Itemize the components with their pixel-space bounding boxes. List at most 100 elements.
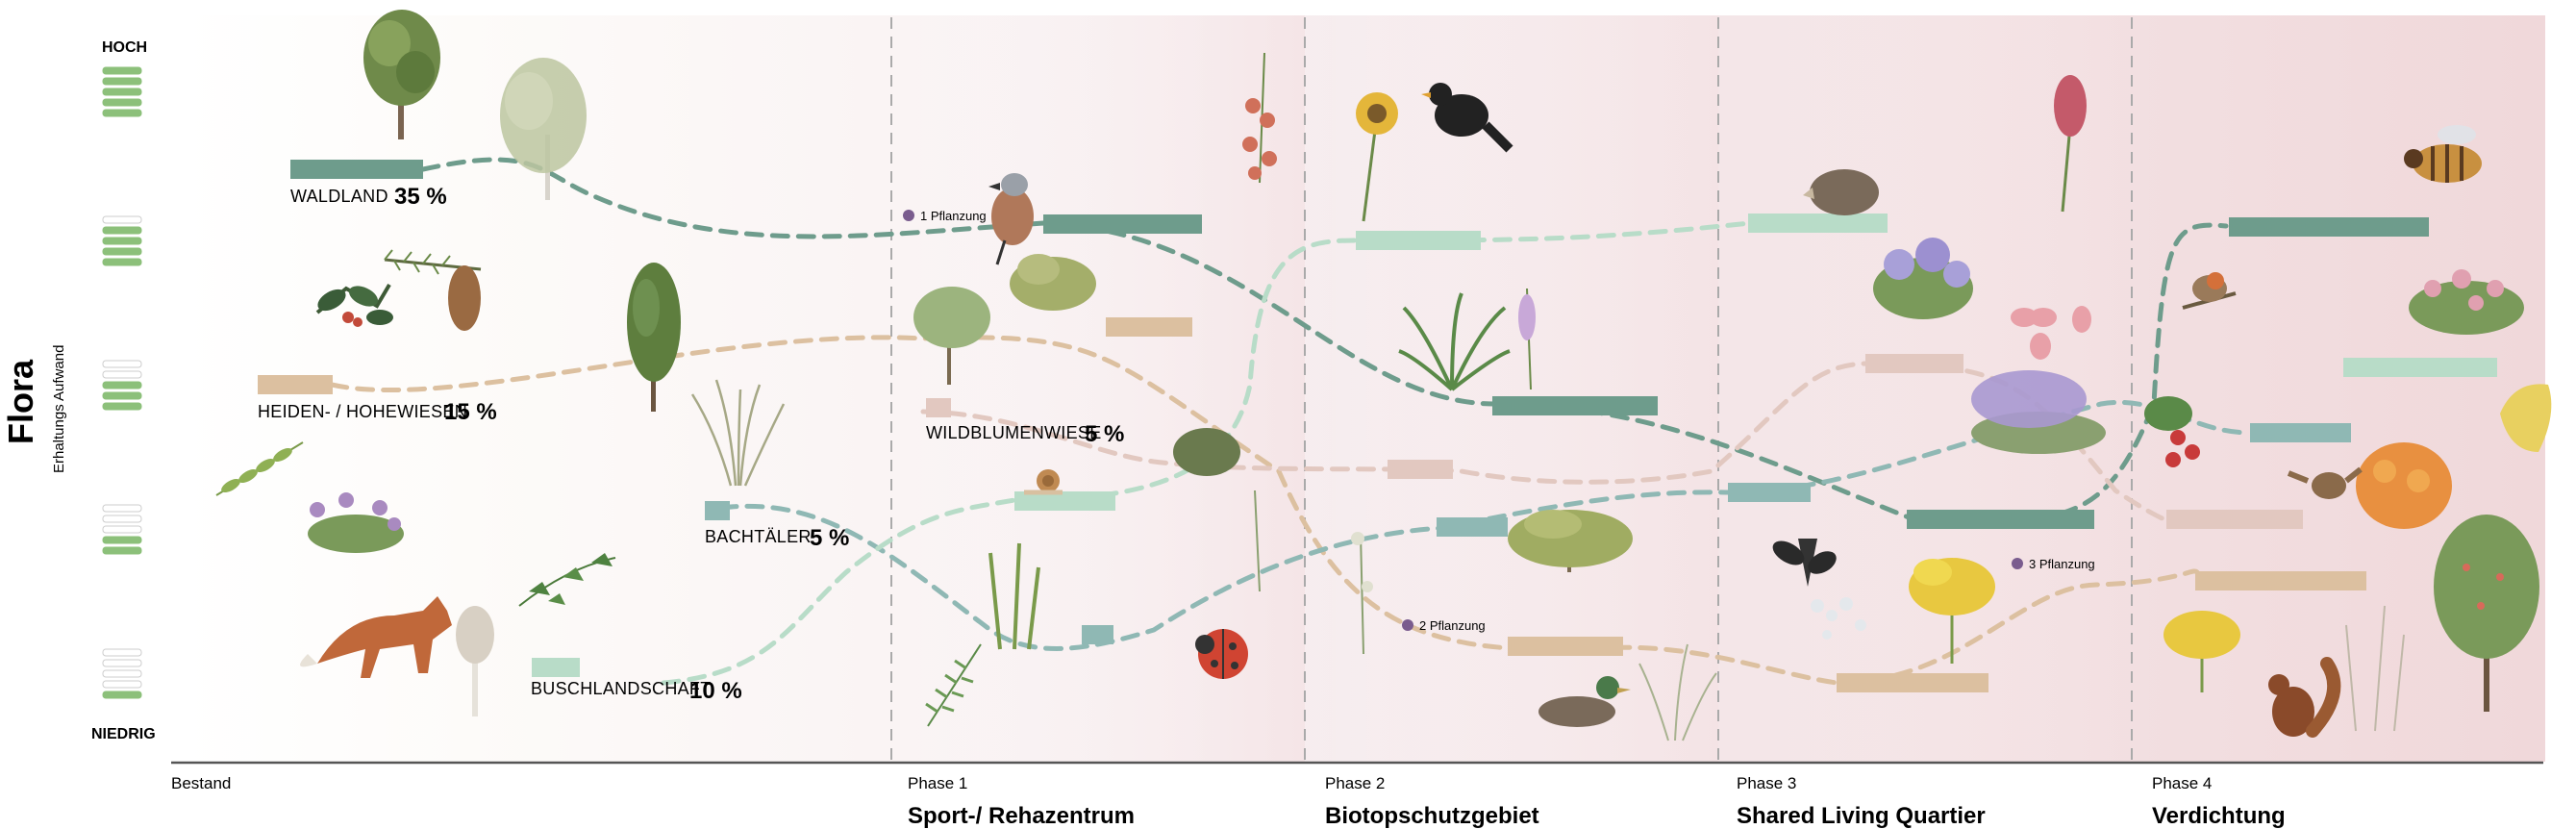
scale-stripe: [102, 659, 142, 667]
label-bachtaeler: BACHTÄLER: [705, 527, 812, 546]
scale-stripe: [102, 381, 142, 389]
bar-waldland-p3: [1907, 510, 2094, 529]
illustrations: [215, 10, 2552, 741]
swallowtail-butterfly-icon: [1772, 539, 1837, 587]
scale-stripe: [102, 525, 142, 534]
heather-flower-icon: [308, 492, 404, 553]
orchid-icon: [2054, 75, 2087, 213]
scale-stripe: [102, 691, 142, 699]
effort-scale: [102, 66, 142, 699]
bar-buschlandschaft-p2: [1356, 231, 1481, 250]
bar-bachtaeler-p3: [1728, 483, 1811, 502]
bar-wildblumenwiese-p1: [926, 398, 951, 417]
scale-stripe: [102, 215, 142, 224]
phase-4-label: Phase 4: [2152, 774, 2212, 792]
sunflower-icon: [1356, 92, 1398, 222]
bar-bachtaeler-bestand: [705, 501, 730, 520]
thistle-flower-icon: [1873, 238, 1973, 319]
bar-waldland-p1: [1043, 214, 1202, 234]
scale-stripe: [102, 226, 142, 235]
bar-buschlandschaft-bestand: [532, 658, 580, 677]
shrub-icon: [1010, 254, 1096, 311]
bar-waldland-p2: [1492, 396, 1658, 415]
bar-heiden-p3: [1837, 673, 1988, 692]
squirrel-icon: [2268, 657, 2341, 738]
grass-tuft-icon: [690, 379, 786, 487]
brimstone-butterfly-icon: [2500, 384, 2552, 452]
planting-label-1: 1 Pflanzung: [920, 209, 987, 223]
bar-waldland-bestand: [290, 160, 423, 179]
scale-stripe: [102, 77, 142, 86]
bar-buschlandschaft-p1: [1014, 491, 1115, 511]
scale-stripe: [102, 88, 142, 96]
scale-stripe: [102, 98, 142, 107]
planting-dot-3: [2012, 558, 2023, 569]
mushroom-icon: [456, 606, 494, 716]
foxglove-icon: [1518, 288, 1536, 390]
maple-shrub-icon: [1508, 510, 1633, 572]
yarrow-yellow-icon: [2163, 611, 2240, 692]
page-title: Flora: [1, 359, 40, 444]
percent-bachtaeler: 5 %: [810, 525, 849, 551]
timeline-start: Bestand: [171, 774, 231, 792]
scale-stripe: [102, 402, 142, 411]
planting-label-3: 3 Pflanzung: [2029, 557, 2095, 571]
scale-stripe: [102, 680, 142, 689]
phase-3-title: Shared Living Quartier: [1737, 803, 1986, 829]
ivy-icon: [518, 553, 616, 607]
shrike-bird-icon: [988, 173, 1034, 265]
scale-stripe: [102, 669, 142, 678]
phase-4-title: Verdichtung: [2152, 803, 2286, 829]
bar-wildblumenwiese-p2: [1388, 460, 1453, 479]
rowan-leaf-icon: [215, 441, 304, 496]
scale-stripe: [102, 648, 142, 657]
bar-heiden-bestand: [258, 375, 333, 394]
bee-icon: [2404, 125, 2482, 183]
scale-stripe: [102, 360, 142, 368]
butterfly-pink-icon: [2011, 306, 2091, 360]
bush-icon: [913, 287, 990, 385]
percent-heiden: 15 %: [444, 399, 497, 425]
duck-icon: [1538, 676, 1631, 727]
planting-dot-1: [903, 210, 914, 221]
holly-icon: [315, 283, 393, 327]
yarrow-icon: [1351, 532, 1373, 655]
scale-stripe: [102, 247, 142, 256]
path-waldland: [420, 157, 2229, 524]
scale-stripe: [102, 515, 142, 523]
scale-stripe: [102, 546, 142, 555]
page-subtitle: Erhaltungs Aufwand: [51, 345, 67, 473]
berries-icon: [2144, 396, 2200, 467]
label-waldland: WALDLAND: [290, 187, 388, 206]
scale-high: HOCH: [102, 39, 147, 56]
lichen-icon: [1811, 597, 1866, 640]
snail-icon: [1024, 469, 1063, 495]
poplar-tree-icon: [627, 263, 681, 412]
scale-stripe: [102, 504, 142, 513]
apple-tree-icon: [2434, 515, 2539, 712]
phase-2-title: Biotopschutzgebiet: [1325, 803, 1539, 829]
fern-icon: [925, 643, 982, 727]
scale-stripe: [102, 536, 142, 544]
lavender-icon: [1971, 370, 2106, 454]
robin-icon: [2182, 272, 2237, 310]
percent-buschlandschaft: 10 %: [689, 678, 742, 704]
scale-low: NIEDRIG: [91, 726, 156, 742]
bar-bachtaeler-p2: [1437, 517, 1508, 537]
ladybug-icon: [1195, 629, 1248, 679]
bar-bachtaeler-p1: [1082, 625, 1113, 644]
label-buschlandschaft: BUSCHLANDSCHAFT: [531, 679, 712, 698]
hedgehog-icon: [1803, 169, 1879, 215]
label-wildblumenwiese: WILDBLUMENWIESE: [926, 423, 1102, 442]
phase-1-title: Sport-/ Rehazentrum: [908, 803, 1135, 829]
wild-rose-bush-icon: [2409, 269, 2524, 335]
bar-buschlandschaft-p4: [2343, 358, 2497, 377]
phase-2-label: Phase 2: [1325, 774, 1385, 792]
label-heiden: HEIDEN- / HOHEWIESEN: [258, 402, 467, 421]
scale-stripe: [102, 109, 142, 117]
sparrow-icon: [2287, 466, 2363, 499]
bar-wildblumenwiese-p4: [2166, 510, 2303, 529]
bar-wildblumenwiese-p3: [1865, 354, 1963, 373]
percent-wildblumenwiese: 5 %: [1085, 421, 1124, 447]
bar-heiden-p4: [2195, 571, 2366, 590]
